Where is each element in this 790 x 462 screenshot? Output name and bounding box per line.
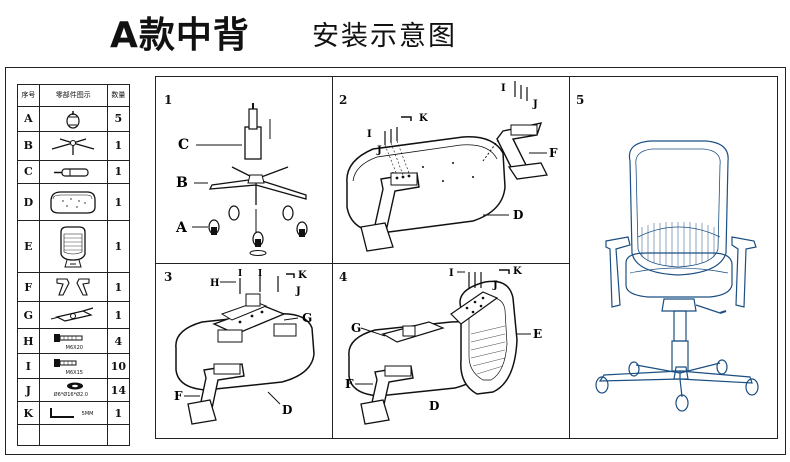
page-title: A款中背 <box>110 15 250 56</box>
armrest-icon <box>56 278 90 296</box>
parts-table: 序号 零部件图示 数量 A 5 B 1 C 1 D 1 E 1 F 1 G <box>17 84 131 446</box>
hex-key-icon <box>49 408 74 419</box>
seat-cushion-icon <box>50 191 96 214</box>
step-number: 5 <box>576 93 585 107</box>
part-qty: 1 <box>106 301 131 330</box>
part-id: D <box>17 182 40 222</box>
label-d: D <box>429 399 439 413</box>
tilt-mechanism-icon <box>51 307 94 323</box>
step-5-panel: 5 <box>569 76 778 439</box>
part-id: K <box>17 401 40 426</box>
label-i-right: I <box>501 83 506 94</box>
part-qty: 1 <box>106 401 131 426</box>
label-d: D <box>513 208 523 222</box>
part-qty: 1 <box>106 272 131 303</box>
part-note: 5MM <box>81 411 94 418</box>
part-row-f: F 1 <box>17 272 131 303</box>
step-1-panel: 1 C B A <box>155 76 333 264</box>
part-note: M6X20 <box>65 345 83 352</box>
part-row-empty <box>17 424 131 446</box>
header-index: 序号 <box>17 84 40 107</box>
part-id: G <box>17 301 40 330</box>
step-4-panel: 4 G E I K J F D <box>332 263 570 439</box>
part-row-i: I M6X15 10 <box>17 353 131 380</box>
gas-cylinder-icon <box>54 168 89 177</box>
part-qty: 1 <box>106 220 131 274</box>
part-note: Ø6*Ø16*Ø2.0 <box>53 392 88 399</box>
caster-icon <box>66 110 80 129</box>
label-c: C <box>178 137 189 153</box>
step-number: 4 <box>339 270 348 284</box>
washer-icon <box>66 382 83 390</box>
label-f: F <box>174 389 183 403</box>
part-row-h: H M6X20 4 <box>17 328 131 355</box>
label-g: G <box>351 321 361 335</box>
step-4-illustration: G E I K J F D <box>345 266 542 425</box>
part-row-j: J Ø6*Ø16*Ø2.0 14 <box>17 378 131 403</box>
step-2-illustration: I J K I J F D <box>346 81 558 252</box>
page-subtitle: 安装示意图 <box>312 21 457 52</box>
label-k: K <box>298 270 307 281</box>
part-row-c: C 1 <box>17 159 131 184</box>
step-3-panel: 3 G H I I K J F D <box>155 263 333 439</box>
part-qty: 1 <box>106 159 131 184</box>
label-a: A <box>175 220 188 236</box>
label-i: I <box>449 268 454 279</box>
bolt-m6x20-icon <box>53 334 83 343</box>
label-j-right: J <box>532 99 538 110</box>
step-number: 2 <box>339 93 348 107</box>
part-row-b: B 1 <box>17 130 131 161</box>
label-j: J <box>376 145 382 156</box>
label-i-2: I <box>258 269 262 279</box>
part-id: H <box>17 328 40 355</box>
header-image: 零部件图示 <box>38 84 108 107</box>
backrest-icon <box>60 226 86 268</box>
part-row-a: A 5 <box>17 105 131 132</box>
label-j: J <box>295 286 301 297</box>
label-g: G <box>302 311 312 325</box>
part-qty: 14 <box>106 378 131 403</box>
label-b: B <box>176 175 188 191</box>
part-qty: 5 <box>106 105 131 132</box>
step-1-illustration: C B A <box>175 103 308 256</box>
part-id: E <box>17 220 40 274</box>
label-e: E <box>533 327 542 341</box>
part-qty: 1 <box>106 182 131 222</box>
label-j: J <box>492 280 498 291</box>
parts-table-header: 序号 零部件图示 数量 <box>17 84 131 107</box>
step-2-panel: 2 I J K I J F D <box>332 76 570 264</box>
label-f: F <box>549 146 558 160</box>
part-qty: 10 <box>106 353 131 380</box>
part-id: I <box>17 353 40 380</box>
star-base-icon <box>52 138 95 155</box>
part-row-g: G 1 <box>17 301 131 330</box>
part-id: B <box>17 130 40 161</box>
label-d: D <box>282 403 292 417</box>
label-i: I <box>367 129 372 140</box>
part-qty: 1 <box>106 130 131 161</box>
label-k: K <box>513 266 522 277</box>
label-k: K <box>419 113 428 124</box>
label-i: I <box>238 269 242 279</box>
title-area: A款中背 安装示意图 <box>0 0 790 60</box>
part-row-d: D 1 <box>17 182 131 222</box>
instruction-frame <box>5 67 786 455</box>
assembled-chair-illustration <box>595 140 759 412</box>
part-note: M6X15 <box>65 370 83 377</box>
header-qty: 数量 <box>106 84 131 107</box>
part-row-e: E 1 <box>17 220 131 274</box>
part-id: J <box>17 378 40 403</box>
part-id: C <box>17 159 40 184</box>
part-qty: 4 <box>106 328 131 355</box>
label-f: F <box>345 377 354 391</box>
part-row-k: K 5MM 1 <box>17 401 131 426</box>
part-id: F <box>17 272 40 303</box>
label-h: H <box>210 278 219 289</box>
bolt-m6x15-icon <box>53 359 77 368</box>
step-3-illustration: G H I I K J F D <box>174 269 315 425</box>
part-id: A <box>17 105 40 132</box>
step-number: 1 <box>164 93 173 107</box>
step-number: 3 <box>164 270 173 284</box>
